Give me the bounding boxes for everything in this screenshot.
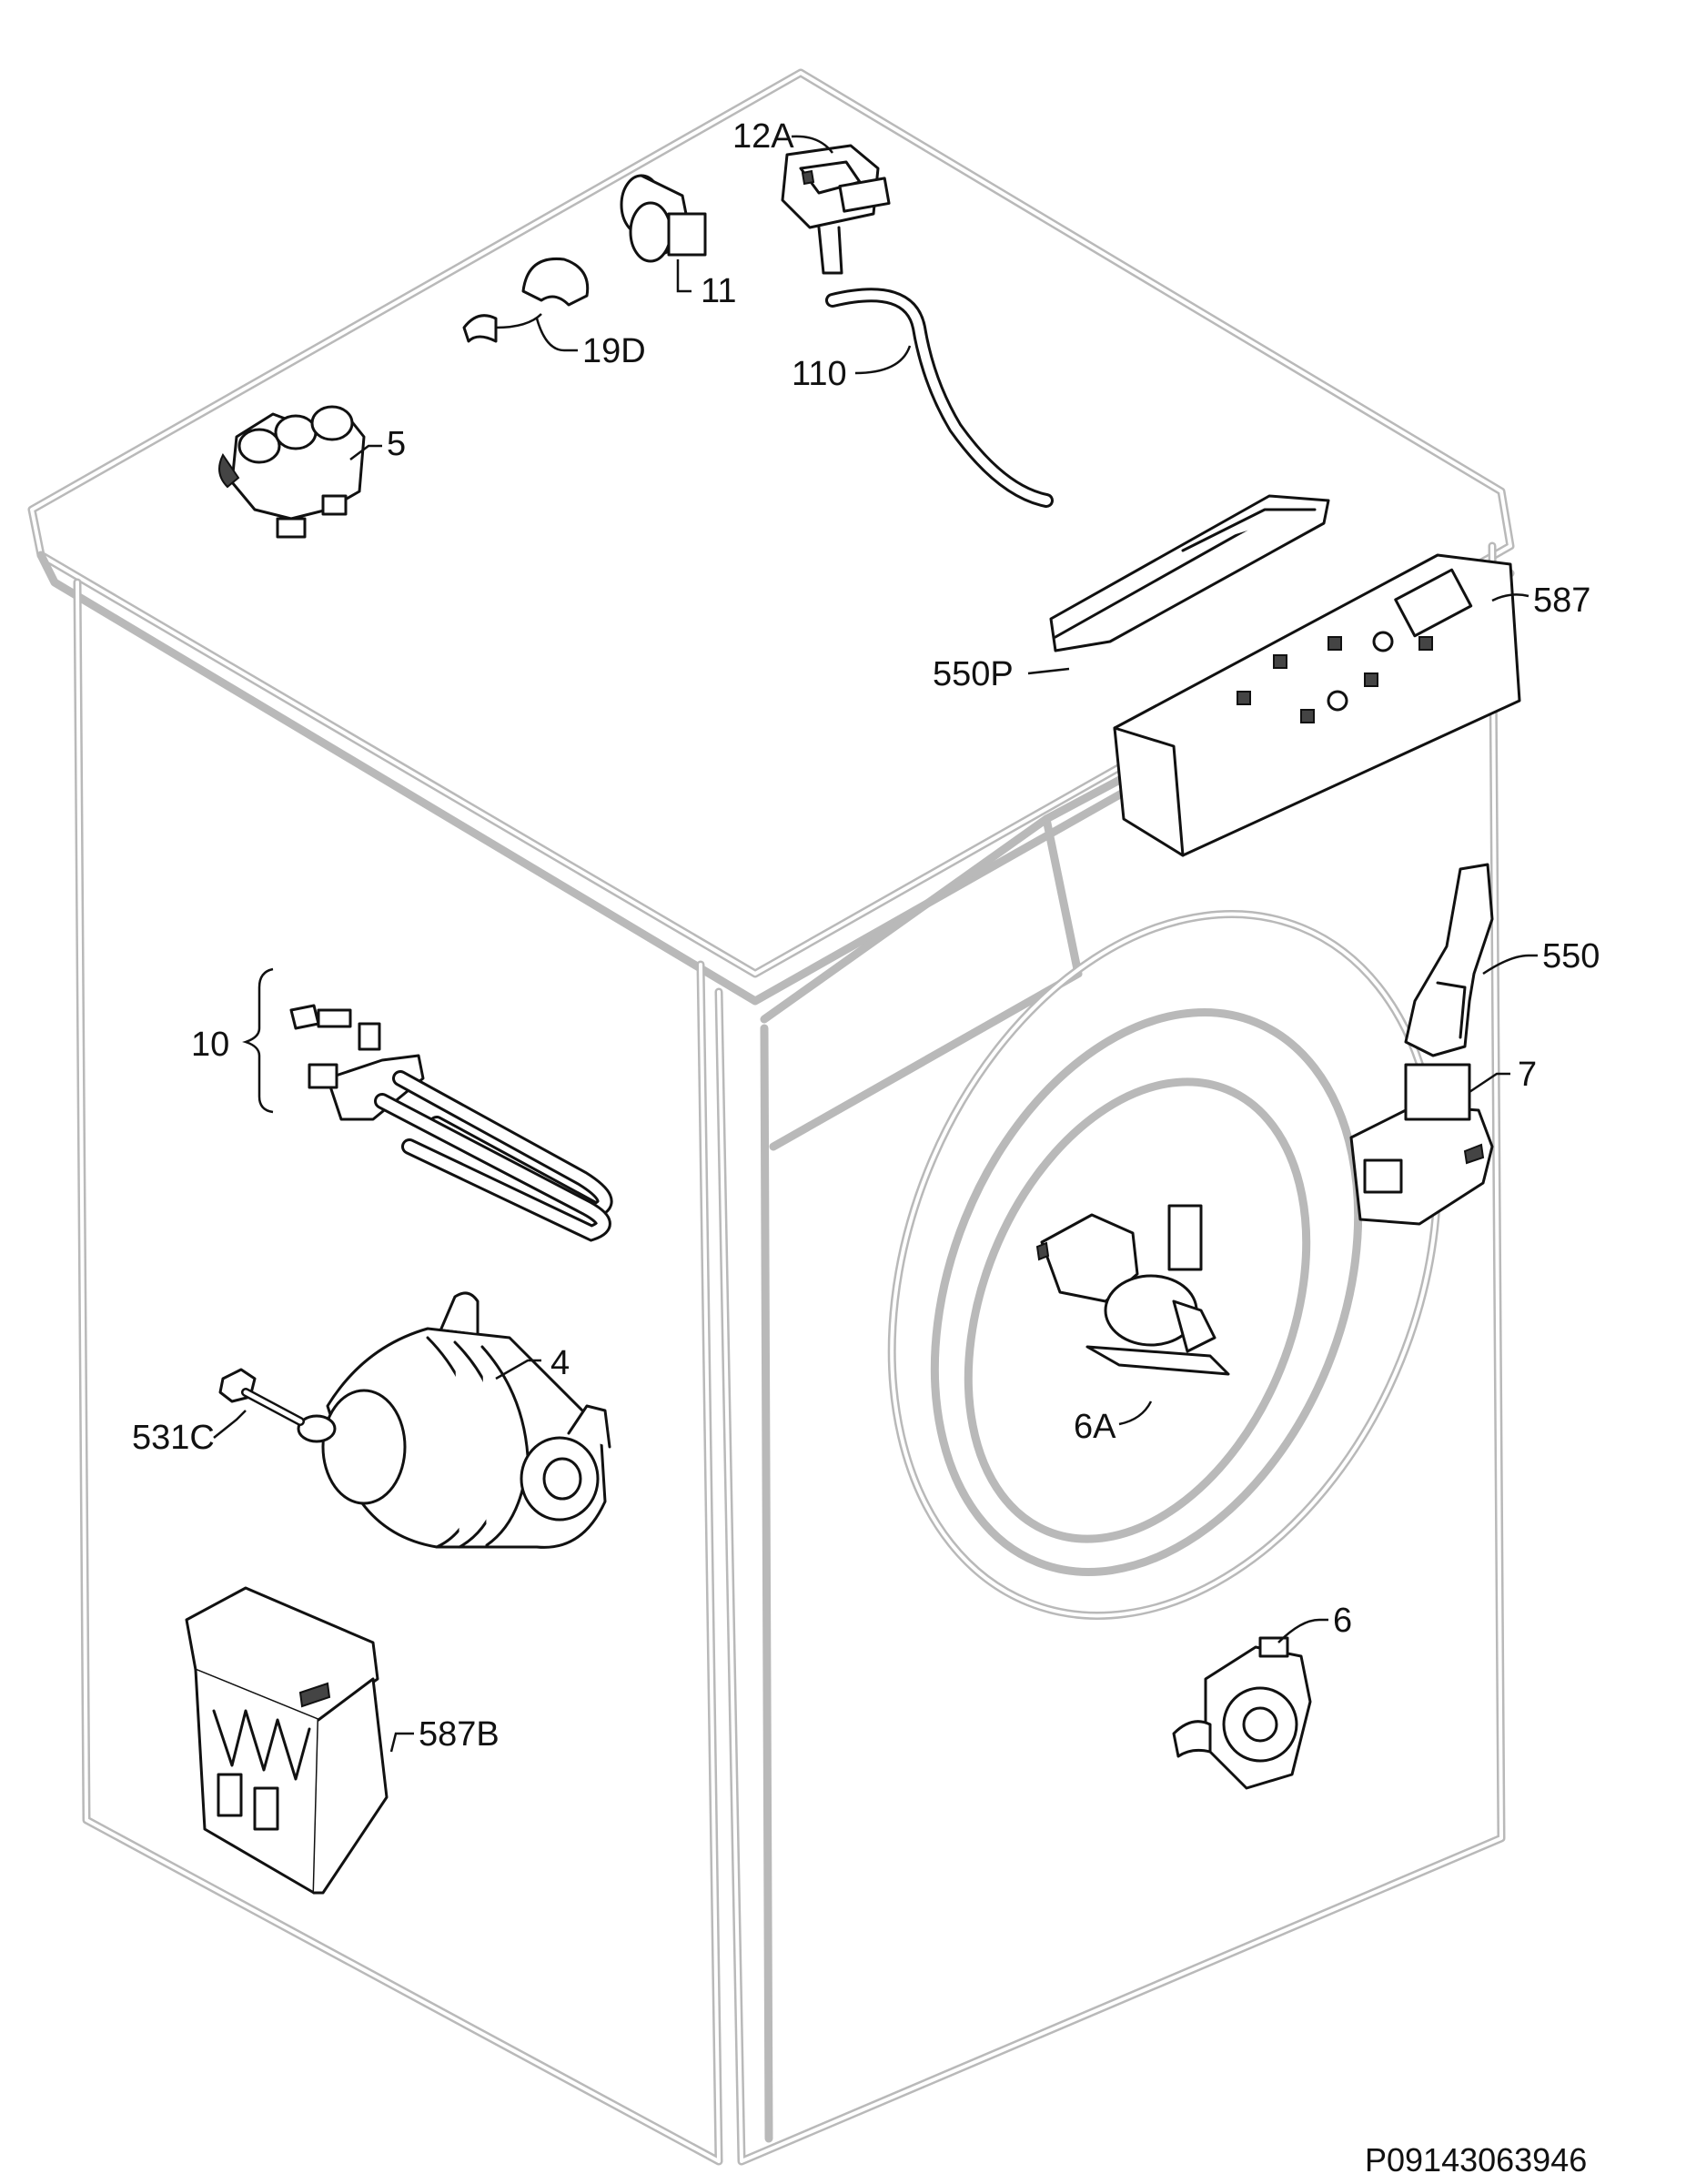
label-5: 5 [387,425,406,463]
label-11: 11 [701,272,736,310]
part-531C-bolt: 531C [132,1368,305,1457]
part-6A-pump: 6A [1035,1204,1230,1446]
label-550P: 550P [933,655,1014,693]
part-550-door-handle: 550 [1404,863,1600,1057]
label-4: 4 [550,1344,570,1382]
label-550: 550 [1542,937,1600,976]
document-id: P09143063946 [1365,2141,1587,2179]
part-587-control-board: 587 [1113,553,1590,857]
machine-cabinet-outline [27,68,1515,2166]
label-110: 110 [792,355,847,393]
label-531C: 531C [132,1419,215,1457]
part-12A-selector: 12A [732,117,891,275]
label-587B: 587B [419,1715,500,1754]
part-10-heater: 10 [191,967,613,1242]
part-110-hose: 110 [792,288,1054,508]
label-6A: 6A [1074,1408,1116,1446]
label-587: 587 [1533,581,1590,620]
label-12A: 12A [732,117,794,156]
part-6-drain-pump: 6 [1172,1602,1352,1790]
label-7: 7 [1518,1056,1537,1094]
part-5-inlet-valve: 5 [218,405,406,539]
part-587B-power-module: 587B [185,1586,500,1895]
part-4-motor: 4 [297,1291,611,1549]
part-550P-panel: 550P [933,494,1330,693]
label-10: 10 [191,1026,229,1064]
label-6: 6 [1333,1602,1352,1640]
part-19D-sensor: 19D [462,257,646,370]
label-19D: 19D [582,332,646,370]
part-7-door-lock: 7 [1349,1056,1537,1226]
part-11-capacitor: 11 [620,174,736,310]
